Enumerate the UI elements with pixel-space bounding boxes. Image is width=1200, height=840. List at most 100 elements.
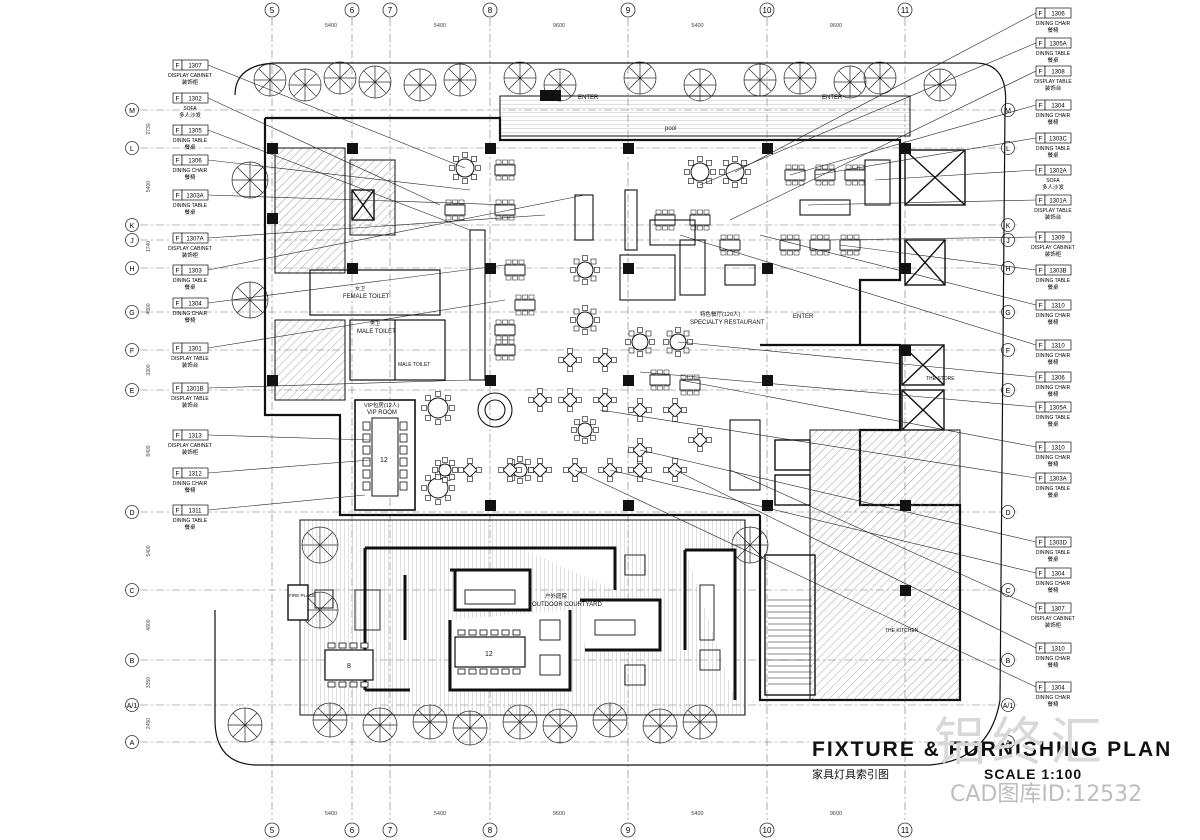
round-table [576,261,594,279]
courtyard-chair [457,629,466,636]
tag-code-box [1044,441,1072,453]
tag-english: DINING CHAIR [1036,21,1071,27]
booth-chair [815,180,822,186]
leader-line [639,449,1037,543]
service-zone-left [274,319,346,401]
booth-chair [528,294,535,300]
square-table-chair [476,467,482,473]
round-table [427,397,449,419]
booth-chair [655,209,662,215]
round-table-chair [435,474,441,480]
booth-chair [508,339,515,345]
tag-prefix: F [1039,168,1043,175]
tree-branch [363,70,376,83]
tag-prefix: F [176,268,180,275]
square-table-chair [637,398,643,404]
tag-code: 1310 [1051,446,1065,452]
label-courtyard: OUTDOOR COURTYARD [532,602,602,608]
square-table-chair [567,366,573,372]
round-table-chair [421,485,427,491]
tag-prefix: F [1039,69,1043,76]
tag-prefix: F [1039,303,1043,310]
leader-line [759,234,1037,306]
grid-bubble [620,822,636,838]
column [900,500,911,511]
booth-chair [650,385,657,391]
square-table [632,402,648,418]
round-table-chair [590,325,597,332]
leader-line [734,12,1037,173]
courtyard-chair [501,629,510,636]
tree-branch [609,719,623,733]
square-dining-tables [458,348,712,482]
dim-bottom: 5400 [691,811,703,817]
booth-chair [458,215,465,221]
tree-branch [939,73,952,86]
tag-english: DINING CHAIR [1036,113,1071,119]
tag-code-box [1044,536,1072,548]
grid-row-label: M [1005,108,1011,115]
booth-chair [512,275,518,281]
tree-branch [508,77,521,90]
tag-code-box [1044,299,1072,311]
tree-branch [547,725,561,739]
grid-row-label: K [1006,223,1011,230]
dim-side: 1740 [146,241,152,252]
booth-chair [662,225,668,231]
column [762,263,773,274]
tag-english: DINING CHAIR [173,311,208,317]
round-table-chair [688,160,694,166]
round-table-chair [684,169,690,175]
booth-chair [792,164,798,170]
booth-table [494,324,516,336]
round-table-chair [628,330,635,337]
round-table-chair [741,160,747,166]
square-table-chair [458,467,464,473]
grid-col-label: 11 [901,826,910,835]
vip-chair [399,469,408,479]
tag-code: 1307A [186,237,203,243]
round-table-chair [573,308,580,315]
vip-chair [399,421,408,431]
booth-chair [508,355,515,361]
grid-bubble [125,698,139,712]
grid-row-label: G [1005,310,1010,317]
tree-branch [258,79,271,92]
dim-top: 9600 [830,23,842,29]
booth-chair [852,164,858,170]
tree-branch [408,73,421,86]
tree-branch [293,84,306,97]
tag-prefix: F [1039,685,1043,692]
booth-chair [512,259,518,265]
booth-chair [505,259,512,265]
courtyard-chair [457,668,466,675]
leader-line [729,70,1037,221]
tag-code-box [181,59,209,71]
grid-bubble [1001,218,1015,232]
grid-col-label: 9 [626,826,631,835]
courtyard-lounge [314,554,721,686]
round-table-chair [589,419,596,426]
booth-chair [847,250,853,256]
booth-chair [515,310,522,316]
booth-chair [785,164,792,170]
grid-row-label: A [1006,740,1011,747]
column [762,143,773,154]
vip-chair [362,469,371,479]
tag-code: 1310 [1051,647,1065,653]
tag-prefix: F [1039,540,1043,547]
dim-side: 3300 [146,364,152,375]
tag-code-box [1044,194,1072,206]
booth-chair [828,180,835,186]
booth-chair [495,319,502,325]
square-table [597,352,613,368]
square-table-chair [672,416,678,422]
tag-prefix: F [1039,11,1043,18]
booth-chair [853,250,860,256]
tree-branch [868,66,881,79]
tag-code: 1312 [188,472,202,478]
tag-code-box [181,342,209,354]
